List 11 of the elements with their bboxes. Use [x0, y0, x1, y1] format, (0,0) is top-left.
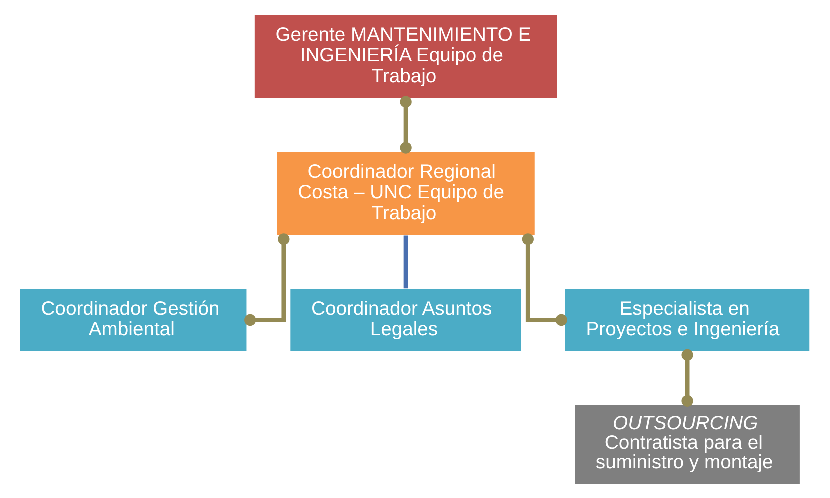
connector: [244, 233, 290, 326]
node-box: Coordinador Gestión Ambiental: [20, 288, 247, 351]
node-box: Coordinador Asuntos Legales: [290, 288, 522, 351]
connector: [400, 96, 412, 154]
node-box: Coordinador Regional Costa – UNC Equipo de Trabajo: [277, 151, 535, 235]
node-box: Gerente MANTENIMIENTO E INGENIERÍA Equipo de Trabajo: [254, 14, 558, 98]
connector: [522, 233, 568, 326]
node-box: Especialista en Proyectos e Ingeniería: [565, 288, 810, 351]
node-box: OUTSOURCING Contratista para el suministro y montaje: [575, 404, 800, 484]
connector: [404, 235, 408, 288]
connector: [682, 348, 694, 406]
